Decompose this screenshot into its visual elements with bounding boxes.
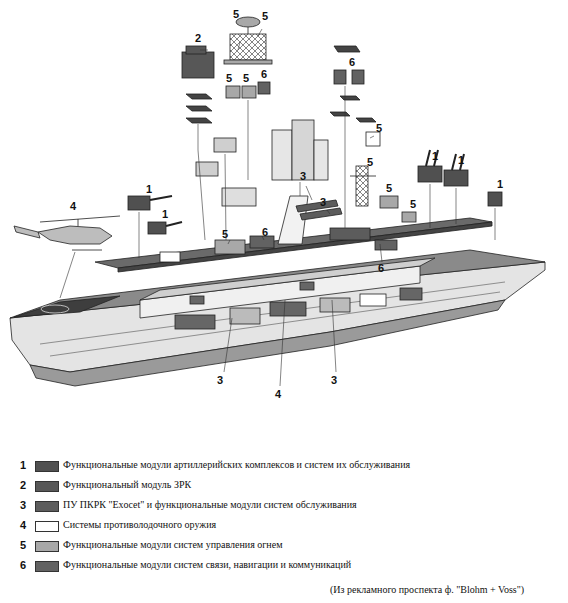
callout-number: 4 <box>275 388 281 400</box>
callout-number: 5 <box>243 72 249 84</box>
callout-number: 1 <box>162 208 168 220</box>
legend-text: Функциональные модули систем управления … <box>63 539 282 551</box>
legend-swatch <box>35 561 59 572</box>
legend-number: 1 <box>20 459 26 471</box>
callout-number: 5 <box>410 198 416 210</box>
callout-number: 5 <box>376 122 382 134</box>
legend-text: ПУ ПКРК "Exocet" и функциональные модули… <box>63 499 357 511</box>
legend-text: Функциональный модуль ЗРК <box>63 479 191 491</box>
hull <box>10 196 545 386</box>
callout-number: 1 <box>458 154 464 166</box>
legend-swatch <box>35 501 59 512</box>
legend-number: 2 <box>20 479 26 491</box>
callout-number: 1 <box>146 183 152 195</box>
callout-number: 3 <box>320 196 326 208</box>
callout-number: 5 <box>386 182 392 194</box>
callout-number: 5 <box>262 10 268 22</box>
callout-number: 4 <box>70 200 76 212</box>
callout-number: 5 <box>222 228 228 240</box>
callout-number: 1 <box>432 150 438 162</box>
callout-number: 5 <box>226 72 232 84</box>
legend-number: 4 <box>20 519 26 531</box>
legend-number: 3 <box>20 499 26 511</box>
fire-control-modules <box>196 46 416 222</box>
radar-mast <box>224 17 272 64</box>
legend-number: 5 <box>20 539 26 551</box>
legend-swatch <box>35 461 59 472</box>
callout-number: 6 <box>378 262 384 274</box>
legend-swatch <box>35 541 59 552</box>
callout-number: 6 <box>261 68 267 80</box>
callout-number: 5 <box>367 156 373 168</box>
legend-text: Функциональные модули систем связи, нави… <box>63 559 351 571</box>
legend-text: Системы противолодочного оружия <box>63 519 216 531</box>
leader-lines <box>60 29 495 386</box>
callout-number: 5 <box>233 8 239 20</box>
callout-number: 6 <box>262 226 268 238</box>
callout-number: 1 <box>497 178 503 190</box>
helicopter <box>14 216 120 250</box>
callout-number: 6 <box>349 56 355 68</box>
legend-swatch <box>35 481 59 492</box>
sam-module <box>182 46 214 123</box>
legend-swatch <box>35 521 59 532</box>
legend-text: Функциональные модули артиллерийских ком… <box>63 459 410 471</box>
caption: (Из рекламного проспекта ф. "Blohm + Vos… <box>330 584 524 596</box>
callout-number: 3 <box>331 374 337 386</box>
callout-number: 2 <box>195 32 201 44</box>
legend-number: 6 <box>20 559 26 571</box>
callout-number: 3 <box>300 170 306 182</box>
callout-number: 3 <box>217 374 223 386</box>
